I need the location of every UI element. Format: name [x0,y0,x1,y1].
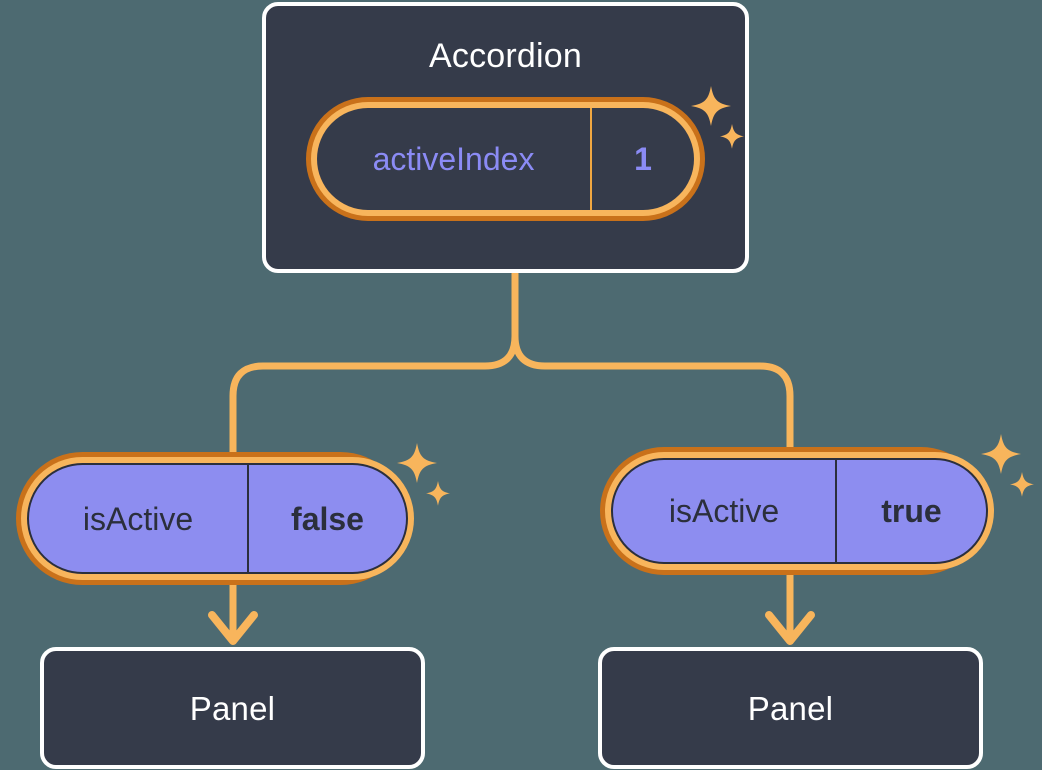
pill-divider [835,460,837,562]
connector-root-to-left [229,270,519,456]
pill-outer-ring: isActive false [16,452,414,585]
pill-inner-ring: activeIndex 1 [311,102,700,216]
arrow-down-icon-right [765,575,815,645]
state-value-label: 1 [634,141,652,177]
pill-divider [590,108,592,210]
pill-inner-ring: isActive true [605,452,994,570]
pill-body: isActive false [27,463,408,574]
panel-component-node-right[interactable]: Panel [598,647,983,769]
panel-title-right: Panel [747,689,834,727]
pill-divider [247,465,249,572]
state-value-label: true [881,493,942,529]
state-key-label: isActive [82,500,194,537]
arrow-down-icon-left [208,585,258,645]
pill-body: activeIndex 1 [317,108,694,210]
state-pill-active-index[interactable]: activeIndex 1 [306,97,705,221]
state-pill-is-active-false[interactable]: isActive false [16,452,414,585]
state-pill-is-active-true[interactable]: isActive true [600,447,994,575]
panel-title-left: Panel [189,689,276,727]
accordion-title: Accordion [429,37,582,75]
pill-outer-ring: activeIndex 1 [306,97,705,221]
state-value-label: false [291,500,364,537]
pill-body: isActive true [611,458,988,564]
connector-root-to-right [511,270,794,451]
state-key-label: isActive [668,493,780,529]
pill-inner-ring: isActive false [21,457,414,580]
state-key-label: activeIndex [372,141,535,177]
pill-outer-ring: isActive true [600,447,994,575]
panel-component-node-left[interactable]: Panel [40,647,425,769]
